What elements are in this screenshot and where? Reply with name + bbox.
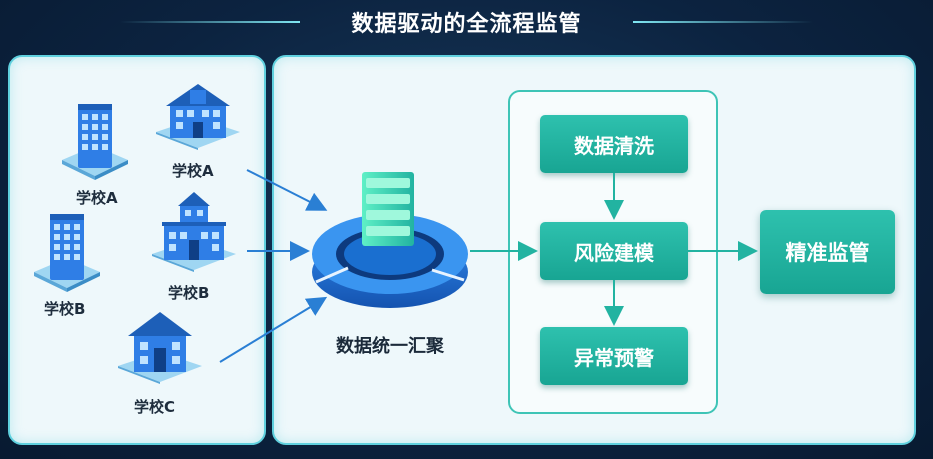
data-server-icon — [312, 172, 468, 308]
arrow-school-c-to-hub — [219, 296, 328, 363]
process-step-risk-modeling: 风险建模 — [540, 222, 688, 280]
school-label: 学校A — [172, 162, 214, 180]
school-label: 学校B — [44, 300, 86, 318]
school-label: 学校B — [168, 284, 210, 302]
hub-label: 数据统一汇聚 — [336, 336, 444, 357]
arrow-school-a-to-hub — [246, 169, 328, 211]
school-label: 学校A — [76, 189, 118, 207]
final-supervision-box: 精准监管 — [760, 210, 895, 294]
building-icon — [62, 104, 128, 180]
school-label: 学校C — [134, 398, 176, 416]
building-icon — [152, 192, 236, 272]
title-decor-left — [120, 21, 300, 23]
process-step-data-cleaning: 数据清洗 — [540, 115, 688, 173]
building-icon — [118, 312, 202, 384]
building-icon — [34, 214, 100, 292]
page-title: 数据驱动的全流程监管 — [351, 12, 582, 37]
building-icon — [156, 84, 240, 150]
process-step-anomaly-alert: 异常预警 — [540, 327, 688, 385]
